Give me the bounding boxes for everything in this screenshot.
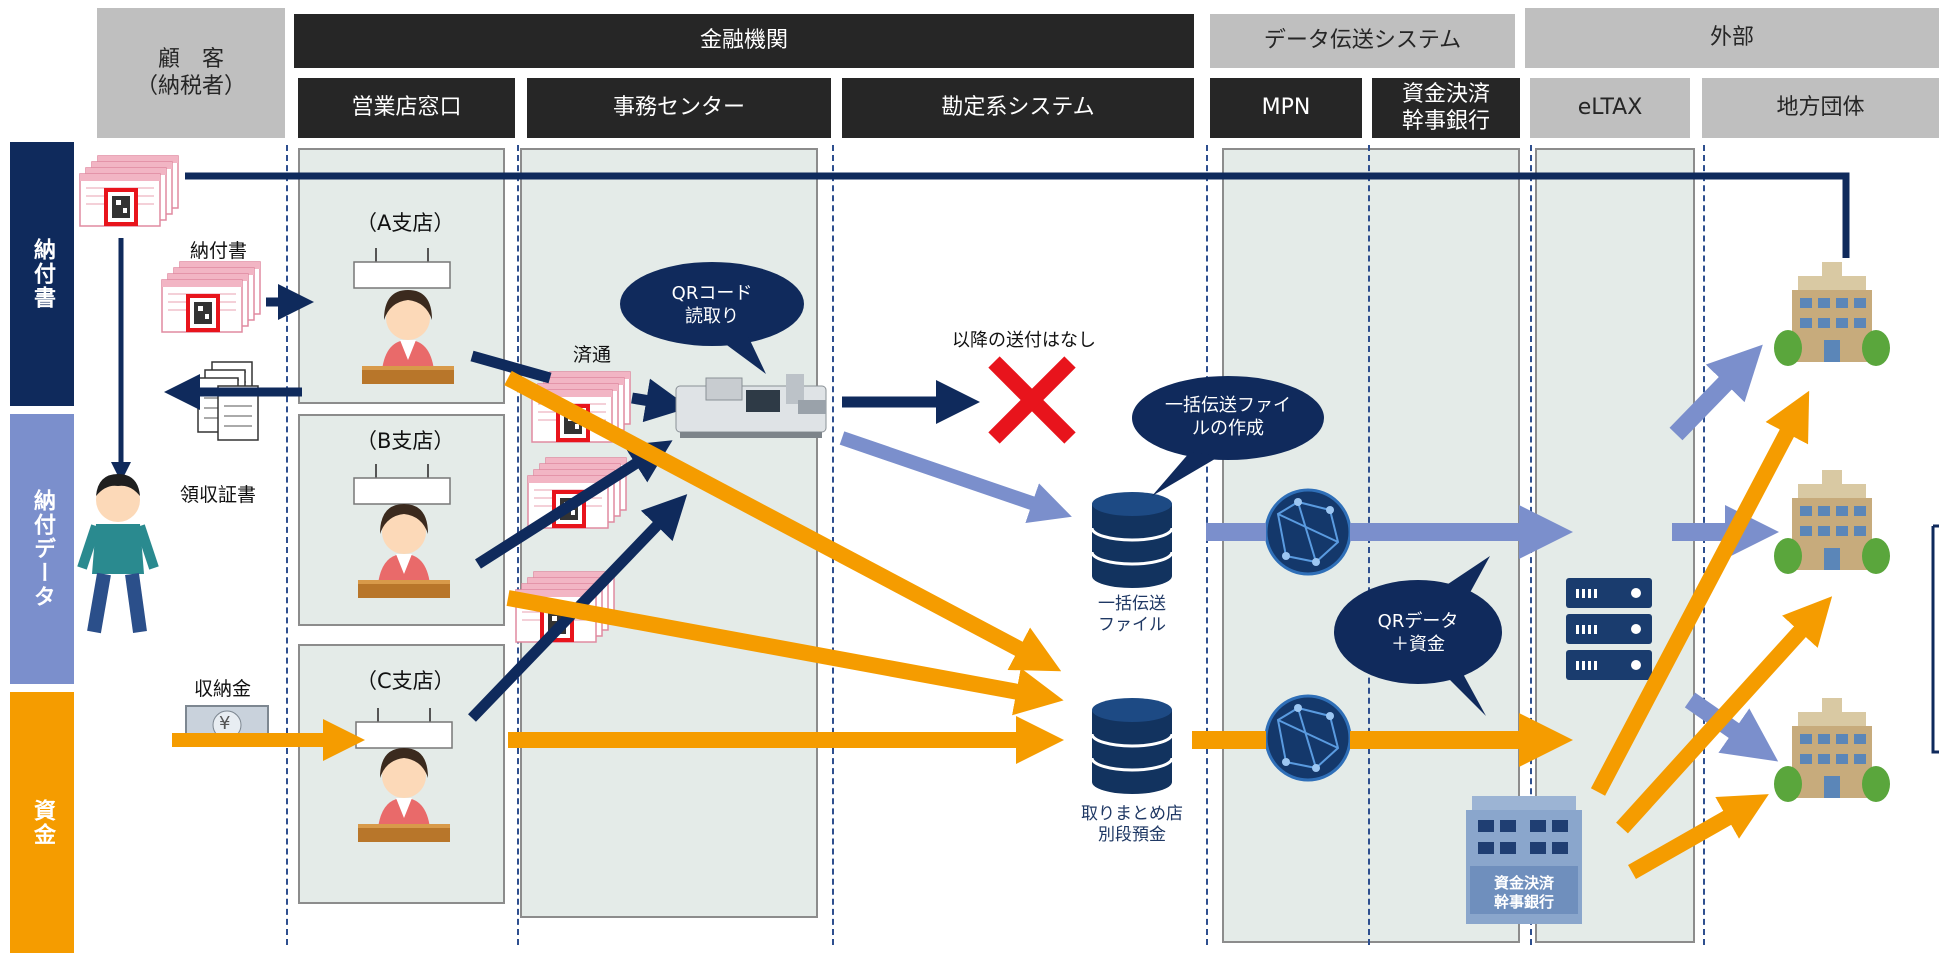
bulk-create-bubble-text: 一括伝送ファイ ルの作成 — [1165, 395, 1291, 440]
processed-label: 済通 — [573, 344, 612, 366]
bank-building-sign: 資金決済 幹事銀行 — [1493, 874, 1554, 911]
financial-institution-header: 金融機関 — [294, 14, 1194, 68]
branch-b-label: （B支店） — [356, 429, 455, 453]
settlement-bank-header: 資金決済 幹事銀行 — [1372, 78, 1520, 138]
branch-a-to-scanner-arrow — [631, 378, 690, 423]
qr-read-bubble — [620, 262, 804, 374]
local-gov-building-2-icon — [1774, 470, 1890, 574]
bulk-create-bubble — [1132, 376, 1324, 496]
top-flow-line — [185, 172, 1850, 258]
eltax-server-icon — [1566, 578, 1652, 680]
branch-b-to-deposit-arrow — [506, 590, 1064, 716]
office-center-header: 事務センター — [527, 78, 831, 138]
qr-funds-bubble — [1334, 556, 1502, 716]
branch-a-to-deposit-arrow — [504, 370, 1062, 672]
receipt-label: 領収証書 — [180, 484, 257, 506]
funds-band: 資金 — [10, 692, 74, 953]
branch-counter-header: 営業店窓口 — [298, 78, 515, 138]
settlement-bank-building-icon — [1466, 796, 1582, 924]
qr-scanner-machine-icon — [675, 374, 827, 438]
qr-read-bubble-text: QRコード 読取り — [671, 283, 753, 328]
bulk-file-label: 一括伝送 ファイル — [1098, 594, 1166, 636]
separator — [1703, 145, 1705, 945]
local-gov-building-1-icon — [1774, 262, 1890, 366]
bulk-file-database-icon — [1090, 490, 1174, 590]
right-bracket — [1931, 524, 1939, 754]
mpn-header: MPN — [1210, 78, 1362, 138]
data-transmission-header: データ伝送システム — [1210, 14, 1515, 68]
deposit-database-icon — [1090, 696, 1174, 796]
local-gov-building-3-icon — [1774, 698, 1890, 802]
branch-a-label: （A支店） — [356, 211, 455, 235]
yen-sign: ¥ — [219, 713, 231, 734]
payment-slip-label: 納付書 — [190, 240, 248, 262]
scanner-to-bulk-file-arrow — [839, 431, 1072, 524]
eltax-to-gov1-arrow — [1669, 344, 1763, 441]
branch-b-to-scanner-arrow — [475, 440, 673, 569]
branch-b-clerk-icon — [358, 504, 450, 598]
bank-to-gov2-arrow — [1616, 596, 1833, 834]
customer-header: 顧 客 （納税者） — [97, 8, 285, 138]
receipt-stack — [197, 361, 259, 441]
separator — [1368, 145, 1370, 945]
separator — [286, 145, 288, 945]
bank-to-gov3-arrow — [1628, 794, 1769, 879]
no-send-cross-icon — [988, 356, 1076, 444]
accounting-system-header: 勘定系システム — [842, 78, 1194, 138]
payment-slip-band: 納付書 — [10, 142, 74, 406]
qr-funds-bubble-text: QRデータ ＋資金 — [1377, 611, 1459, 656]
branch-c-label: （C支店） — [356, 669, 455, 693]
branch-b-sign — [353, 463, 451, 505]
mpn-data-globe-icon — [1264, 488, 1352, 576]
deposit-label: 取りまとめ店 別段預金 — [1081, 804, 1183, 846]
bank-to-gov1-arrow — [1590, 390, 1810, 796]
no-further-send-label: 以降の送付はなし — [952, 330, 1096, 351]
branch-c-clerk-icon — [358, 748, 450, 842]
mpn-funds-globe-icon — [1264, 694, 1352, 782]
collected-money-label: 収納金 — [194, 678, 252, 700]
payment-data-band: 納付データ — [10, 414, 74, 684]
local-government-header: 地方団体 — [1702, 78, 1939, 138]
branch-a-sign — [353, 247, 451, 289]
branch-a-clerk-icon — [362, 290, 454, 384]
customer-slip-stack — [80, 156, 178, 226]
customer-person-icon — [77, 474, 159, 634]
branch-c-sign — [355, 707, 453, 749]
external-header: 外部 — [1525, 8, 1939, 68]
eltax-header: eLTAX — [1530, 78, 1690, 138]
separator — [1206, 145, 1208, 945]
payment-slip-stack — [162, 262, 260, 332]
